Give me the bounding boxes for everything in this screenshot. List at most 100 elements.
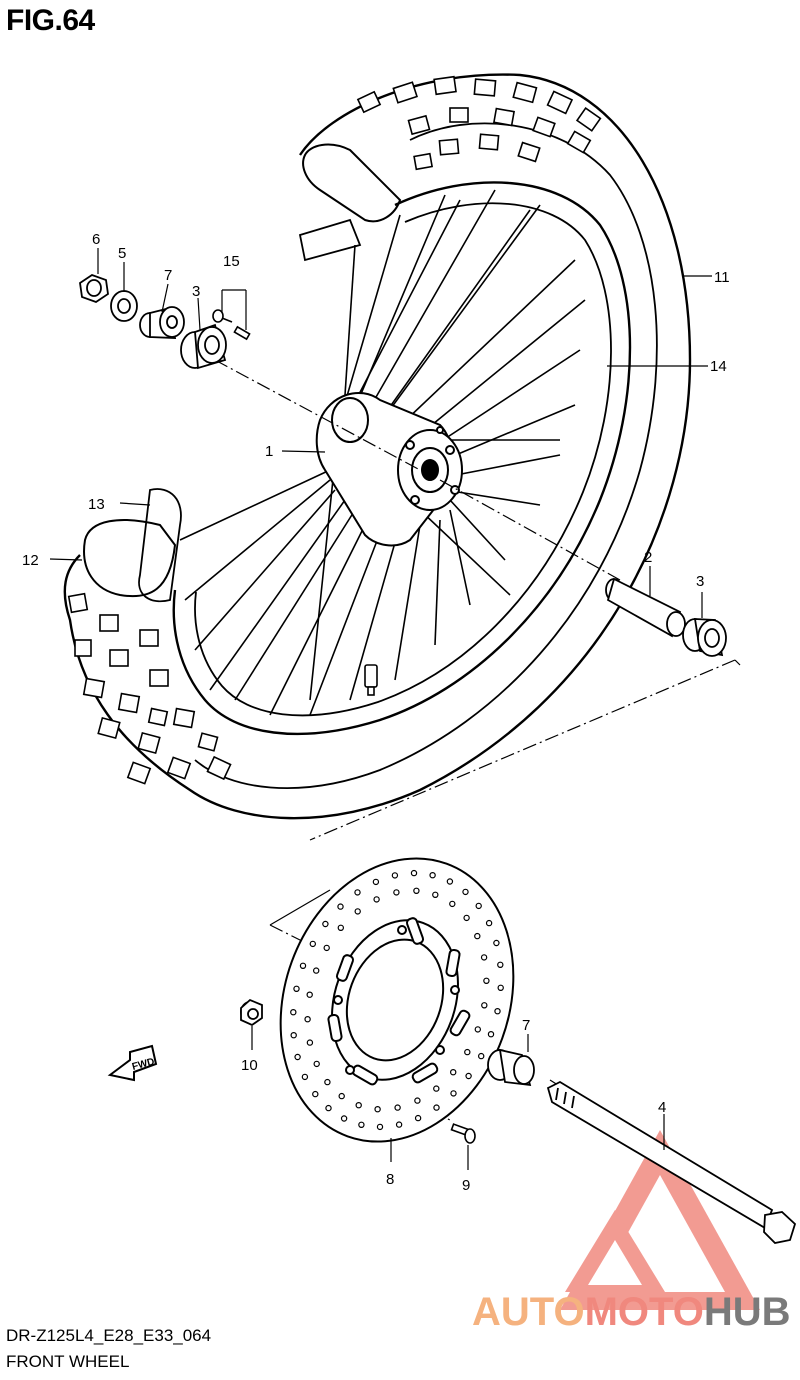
callout-6: 6: [92, 231, 100, 248]
disc-drill-hole: [391, 872, 399, 879]
disc-drill-hole: [429, 872, 436, 879]
collar-part-7: [139, 306, 185, 339]
disc-drill-hole: [413, 887, 420, 895]
bearing-part-3-lower: [682, 618, 727, 657]
disc-drill-hole: [325, 1104, 332, 1112]
fwd-arrow-icon: [107, 1044, 158, 1082]
disc-drill-hole: [355, 1101, 362, 1109]
disc-drill-hole: [432, 891, 439, 899]
disc-drill-hole: [376, 1123, 384, 1131]
disc-drill-hole: [301, 1073, 309, 1081]
disc-drill-hole: [414, 1114, 422, 1122]
disc-drill-hole: [337, 924, 344, 932]
collar-part-7-lower: [487, 1048, 535, 1087]
washer-part-5: [110, 290, 138, 322]
disc-drill-hole: [395, 1121, 403, 1128]
brake-disc-holes: [290, 869, 504, 1131]
callout-15: 15: [223, 253, 240, 270]
screw-part-15: [212, 309, 251, 341]
disc-drill-hole: [433, 1085, 440, 1092]
part-group-name: FRONT WHEEL: [6, 1352, 130, 1371]
disc-drill-hole: [358, 1121, 365, 1129]
callout-7-lower: 7: [522, 1017, 530, 1034]
disc-drill-hole: [304, 1016, 311, 1023]
disc-drill-hole: [323, 944, 330, 952]
disc-drill-hole: [450, 1068, 457, 1076]
disc-drill-hole: [293, 985, 300, 993]
disc-drill-hole: [313, 967, 320, 974]
axle-part-4: [546, 1080, 797, 1244]
disc-drill-hole: [480, 954, 488, 961]
disc-drill-hole: [394, 1104, 401, 1111]
watermark-part-moto: MOTO: [584, 1290, 704, 1334]
disc-drill-hole: [322, 920, 329, 928]
disc-drill-hole: [478, 1052, 485, 1060]
disc-drill-hole: [474, 932, 481, 940]
callout-2: 2: [644, 549, 652, 566]
disc-drill-hole: [487, 1030, 495, 1038]
callout-3-upper: 3: [192, 283, 200, 300]
disc-drill-hole: [410, 869, 418, 877]
figure-title: FIG.64: [6, 4, 95, 37]
tread-blocks-top: [356, 75, 602, 171]
callout-10: 10: [241, 1057, 258, 1074]
disc-drill-hole: [449, 900, 456, 908]
callout-8: 8: [386, 1171, 394, 1188]
disc-drill-hole: [337, 903, 344, 910]
valve-stem: [364, 664, 378, 696]
disc-drill-hole: [290, 1031, 297, 1039]
nut-part-6: [79, 274, 109, 303]
disc-drill-hole: [354, 889, 361, 896]
callout-7-upper: 7: [164, 267, 172, 284]
disc-drill-hole: [464, 1048, 471, 1056]
disc-drill-hole: [313, 1060, 320, 1068]
watermark-text: AUTOMOTOHUB: [472, 1290, 791, 1335]
callout-14: 14: [710, 358, 727, 375]
disc-drill-hole: [463, 914, 470, 922]
disc-drill-hole: [465, 1072, 472, 1080]
disc-drill-hole: [462, 888, 469, 896]
disc-drill-hole: [290, 1009, 297, 1016]
disc-drill-hole: [393, 889, 400, 896]
automotohub-logo-icon: [560, 1130, 760, 1310]
tread-blocks-bottom: [67, 592, 232, 785]
model-code: DR-Z125L4_E28_E33_064: [6, 1326, 212, 1345]
callout-9: 9: [462, 1177, 470, 1194]
disc-drill-hole: [483, 977, 490, 985]
tire-drawing: [63, 73, 692, 820]
callout-3-lower: 3: [696, 573, 704, 590]
disc-drill-hole: [450, 1090, 457, 1097]
callout-12: 12: [22, 552, 39, 569]
callout-13: 13: [88, 496, 105, 513]
disc-drill-hole: [299, 962, 307, 970]
disc-drill-hole: [446, 878, 454, 885]
disc-drill-hole: [373, 896, 380, 903]
disc-drill-hole: [497, 961, 504, 969]
wheel-hub: [315, 391, 463, 547]
callout-1: 1: [265, 443, 273, 460]
watermark-part-auto: AUTO: [472, 1290, 585, 1334]
disc-drill-hole: [374, 1105, 381, 1113]
washer-part-10: [240, 998, 263, 1027]
reference-lines: [269, 659, 741, 926]
disc-drill-hole: [309, 940, 316, 948]
disc-drill-hole: [414, 1097, 421, 1104]
disc-drill-hole: [475, 902, 482, 910]
disc-drill-hole: [474, 1026, 481, 1033]
disc-drill-hole: [306, 1039, 314, 1046]
callout-11: 11: [714, 269, 730, 286]
watermark-part-hub: HUB: [703, 1290, 791, 1334]
spacer-part-2: [605, 577, 686, 638]
disc-drill-hole: [494, 1008, 501, 1015]
disc-drill-hole: [485, 919, 493, 927]
callout-4: 4: [658, 1099, 666, 1116]
disc-drill-hole: [340, 1115, 348, 1122]
disc-drill-hole: [372, 878, 380, 886]
disc-drill-hole: [433, 1104, 440, 1111]
disc-drill-hole: [481, 1002, 488, 1009]
disc-drill-hole: [306, 991, 313, 998]
disc-drill-hole: [324, 1078, 331, 1086]
disc-drill-hole: [493, 939, 500, 947]
